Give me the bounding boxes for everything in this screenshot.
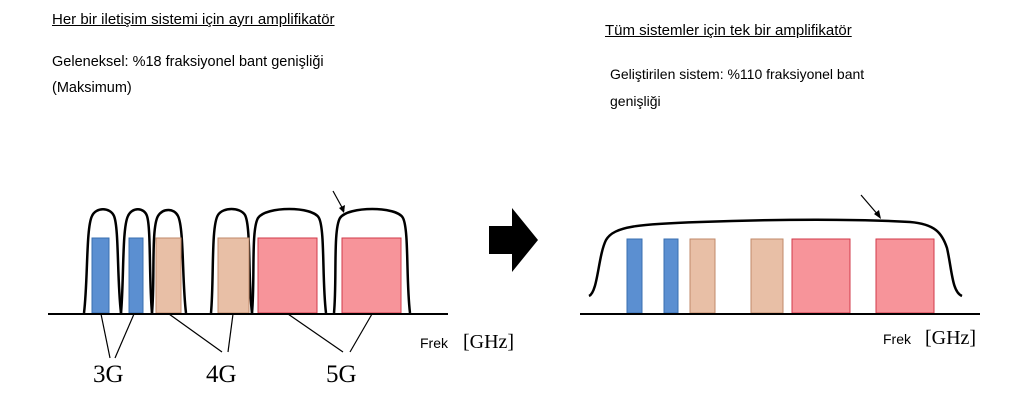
- left-response-curve-5g-b: [332, 207, 412, 314]
- leader-4g-a: [168, 313, 223, 353]
- right-axis-label-unit: [GHz]: [925, 327, 976, 349]
- right-annotation-arrowhead: [874, 210, 881, 219]
- label-3g: 3G: [93, 361, 124, 388]
- left-band-5g-2: [341, 237, 402, 314]
- leader-5g-a: [287, 313, 344, 353]
- left-annotation-arrowhead: [339, 205, 345, 213]
- right-band-3g-1: [626, 238, 643, 314]
- right-axis-label-frek: Frek: [883, 331, 912, 347]
- left-response-curve-3g-b: [119, 208, 154, 314]
- right-band-5g-2: [875, 238, 935, 314]
- left-axis-label-frek: Frek: [420, 335, 449, 351]
- leader-3g-a: [100, 313, 111, 359]
- left-desc-line2: (Maksimum): [52, 80, 132, 96]
- label-4g: 4G: [206, 361, 237, 388]
- right-response-curve: [588, 218, 963, 298]
- left-band-3g-1: [91, 237, 110, 314]
- left-band-4g-1: [155, 237, 182, 314]
- leader-3g-b: [114, 313, 135, 359]
- label-5g: 5G: [326, 361, 357, 388]
- left-axis-label-unit: [GHz]: [463, 331, 514, 353]
- left-panel: 3G 4G 5G Frek [GHz]: [48, 190, 514, 388]
- left-desc-line1: Geleneksel: %18 fraksiyonel bant genişli…: [52, 54, 324, 70]
- left-band-5g-1: [257, 237, 318, 314]
- right-desc-line1: Geliştirilen sistem: %110 fraksiyonel ba…: [610, 66, 865, 82]
- right-band-3g-2: [663, 238, 679, 314]
- left-title: Her bir iletişim sistemi için ayrı ampli…: [52, 11, 335, 28]
- right-band-4g-2: [750, 238, 784, 314]
- left-response-curve-3g-a: [82, 208, 123, 314]
- right-title: Tüm sistemler için tek bir amplifikatör: [605, 22, 852, 39]
- right-panel: Frek [GHz]: [580, 194, 980, 349]
- leader-5g-b: [349, 313, 373, 353]
- left-response-curve-4g-a: [150, 208, 188, 314]
- left-response-curve-5g-a: [250, 207, 328, 314]
- right-desc-line2: genişliği: [610, 93, 661, 109]
- right-band-4g-1: [689, 238, 716, 314]
- leader-4g-b: [227, 313, 234, 353]
- left-band-4g-2: [217, 237, 250, 314]
- left-band-3g-2: [128, 237, 144, 314]
- transition-arrow: [489, 208, 538, 272]
- right-band-5g-1: [791, 238, 851, 314]
